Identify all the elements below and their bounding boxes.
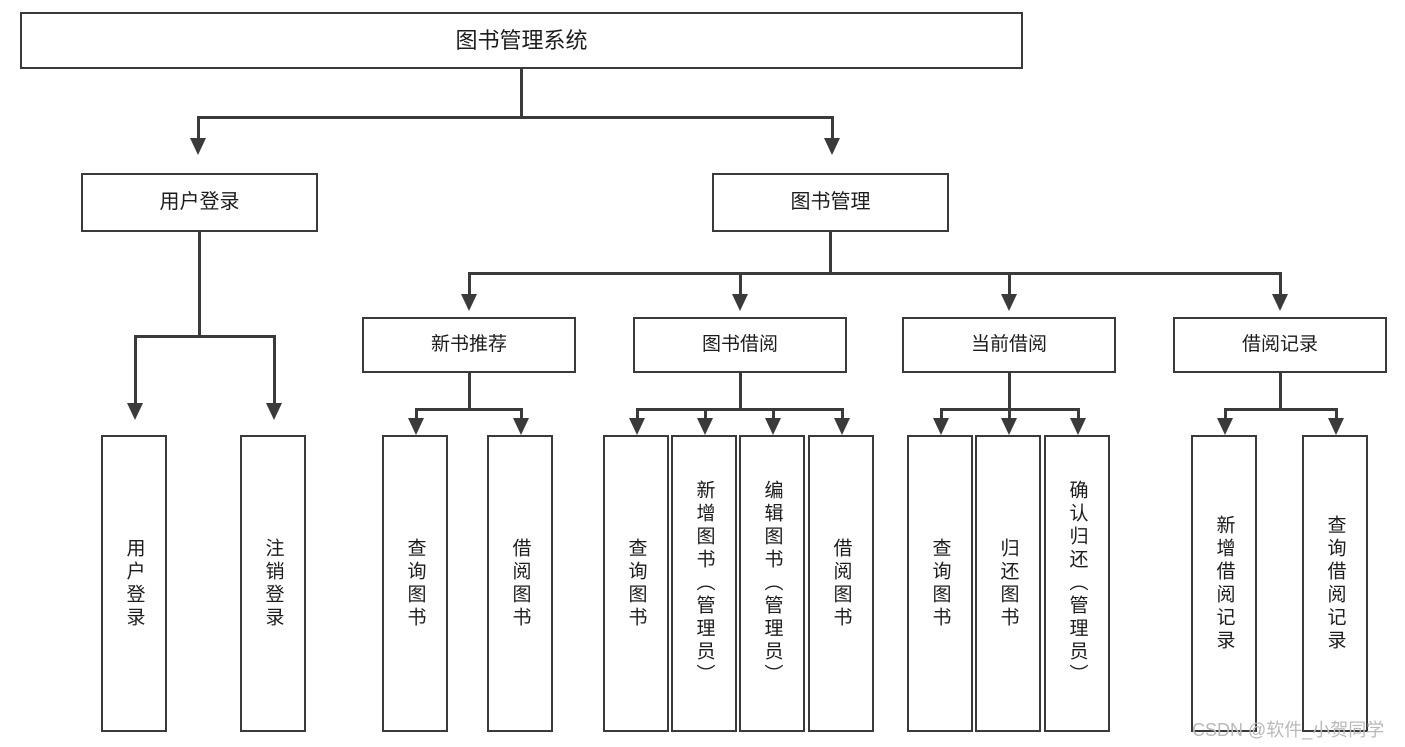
node-label: 当前借阅	[970, 334, 1047, 356]
node-label: 图书管理系统	[455, 27, 588, 53]
arrowhead-user-login	[190, 138, 206, 155]
arrowhead-leaf-add-record	[1217, 418, 1233, 435]
node-label: 新书推荐	[430, 334, 507, 356]
leaf-confirm-return[interactable]: 确认归还（管理员）	[1044, 435, 1110, 732]
node-label: 用户登录	[159, 191, 240, 213]
leaf-label: 确认归还（管理员）	[1066, 480, 1088, 687]
csdn-watermark: CSDN @软件_小贺同学	[1192, 716, 1384, 742]
leaf-add-borrow-record[interactable]: 新增借阅记录	[1191, 435, 1257, 732]
node-book-management[interactable]: 图书管理	[712, 173, 949, 232]
connector-current-borrow-stem	[1008, 373, 1011, 410]
arrowhead-book-borrow	[732, 294, 748, 311]
arrowhead-leaf-user-login	[127, 403, 143, 420]
arrowhead-leaf-query-book-1	[408, 418, 424, 435]
node-book-borrow[interactable]: 图书借阅	[633, 317, 847, 373]
connector-book-management-stem	[829, 232, 832, 274]
leaf-label: 借阅图书	[509, 537, 531, 630]
connector-cb-drop-1	[940, 408, 943, 420]
connector-book-borrow-stem	[739, 373, 742, 410]
leaf-label: 新增借阅记录	[1213, 514, 1235, 653]
connector-br-drop-1	[1224, 408, 1227, 420]
connector-bm-drop-borrow-record	[1279, 272, 1282, 296]
leaf-label: 查询图书	[929, 537, 951, 630]
leaf-label: 注销登录	[262, 537, 284, 630]
connector-borrow-record-stem	[1279, 373, 1282, 410]
connector-user-login-drop-1	[134, 335, 137, 405]
leaf-label: 用户登录	[123, 537, 145, 630]
arrowhead-leaf-borrow-book-2	[834, 418, 850, 435]
leaf-query-borrow-record[interactable]: 查询借阅记录	[1302, 435, 1368, 732]
connector-bb-drop-2	[704, 408, 707, 420]
leaf-query-book-new-recommend[interactable]: 查询图书	[382, 435, 448, 732]
leaf-label: 借阅图书	[830, 537, 852, 630]
connector-br-drop-2	[1335, 408, 1338, 420]
connector-new-book-stem	[468, 373, 471, 410]
leaf-add-book[interactable]: 新增图书（管理员）	[671, 435, 737, 732]
arrowhead-leaf-borrow-book-1	[513, 418, 529, 435]
connector-bm-drop-current-borrow	[1008, 272, 1011, 296]
leaf-query-book-borrow[interactable]: 查询图书	[603, 435, 669, 732]
connector-cb-drop-3	[1077, 408, 1080, 420]
connector-root-stem	[520, 69, 523, 118]
arrowhead-leaf-return-book	[1001, 418, 1017, 435]
leaf-label: 查询图书	[625, 537, 647, 630]
watermark-text: CSDN @软件_小贺同学	[1192, 720, 1385, 740]
arrowhead-leaf-query-book-3	[933, 418, 949, 435]
arrowhead-leaf-add-book	[697, 418, 713, 435]
leaf-user-login[interactable]: 用户登录	[101, 435, 167, 732]
node-label: 图书管理	[790, 191, 871, 213]
connector-book-management-bus	[468, 272, 1279, 275]
leaf-query-book-current[interactable]: 查询图书	[907, 435, 973, 732]
leaf-borrow-book-new-recommend[interactable]: 借阅图书	[487, 435, 553, 732]
node-label: 借阅记录	[1241, 334, 1318, 356]
connector-root-to-user-login	[197, 116, 200, 140]
arrowhead-leaf-query-record	[1328, 418, 1344, 435]
leaf-label: 编辑图书（管理员）	[761, 480, 783, 687]
node-new-book-recommend[interactable]: 新书推荐	[362, 317, 576, 373]
connector-bb-drop-1	[636, 408, 639, 420]
node-label: 图书借阅	[701, 334, 778, 356]
connector-user-login-bus	[134, 335, 276, 338]
connector-new-book-drop-1	[415, 408, 418, 420]
arrowhead-leaf-confirm-return	[1070, 418, 1086, 435]
arrowhead-leaf-user-logout	[266, 403, 282, 420]
leaf-user-logout[interactable]: 注销登录	[240, 435, 306, 732]
node-root-book-management-system[interactable]: 图书管理系统	[20, 12, 1023, 69]
arrowhead-book-management	[824, 138, 840, 155]
connector-bm-drop-new-book	[468, 272, 471, 296]
arrowhead-leaf-edit-book	[765, 418, 781, 435]
leaf-label: 查询图书	[404, 537, 426, 630]
connector-user-login-stem	[198, 232, 201, 337]
leaf-return-book[interactable]: 归还图书	[975, 435, 1041, 732]
connector-bb-drop-4	[841, 408, 844, 420]
node-current-borrow[interactable]: 当前借阅	[902, 317, 1116, 373]
connector-new-book-bus	[415, 408, 523, 411]
leaf-borrow-book[interactable]: 借阅图书	[808, 435, 874, 732]
connector-user-login-drop-2	[273, 335, 276, 405]
leaf-label: 新增图书（管理员）	[693, 480, 715, 687]
arrowhead-current-borrow	[1001, 294, 1017, 311]
arrowhead-leaf-query-book-2	[629, 418, 645, 435]
connector-bm-drop-book-borrow	[739, 272, 742, 296]
leaf-label: 归还图书	[997, 537, 1019, 630]
connector-book-borrow-bus	[636, 408, 844, 411]
connector-root-to-book-management	[831, 116, 834, 140]
node-borrow-record[interactable]: 借阅记录	[1173, 317, 1387, 373]
node-user-login[interactable]: 用户登录	[81, 173, 318, 232]
leaf-label: 查询借阅记录	[1324, 514, 1346, 653]
connector-borrow-record-bus	[1224, 408, 1338, 411]
leaf-edit-book[interactable]: 编辑图书（管理员）	[739, 435, 805, 732]
arrowhead-borrow-record	[1272, 294, 1288, 311]
connector-root-bus	[197, 116, 834, 119]
connector-cb-drop-2	[1008, 408, 1011, 420]
arrowhead-new-book-recommend	[461, 294, 477, 311]
connector-new-book-drop-2	[520, 408, 523, 420]
connector-bb-drop-3	[772, 408, 775, 420]
